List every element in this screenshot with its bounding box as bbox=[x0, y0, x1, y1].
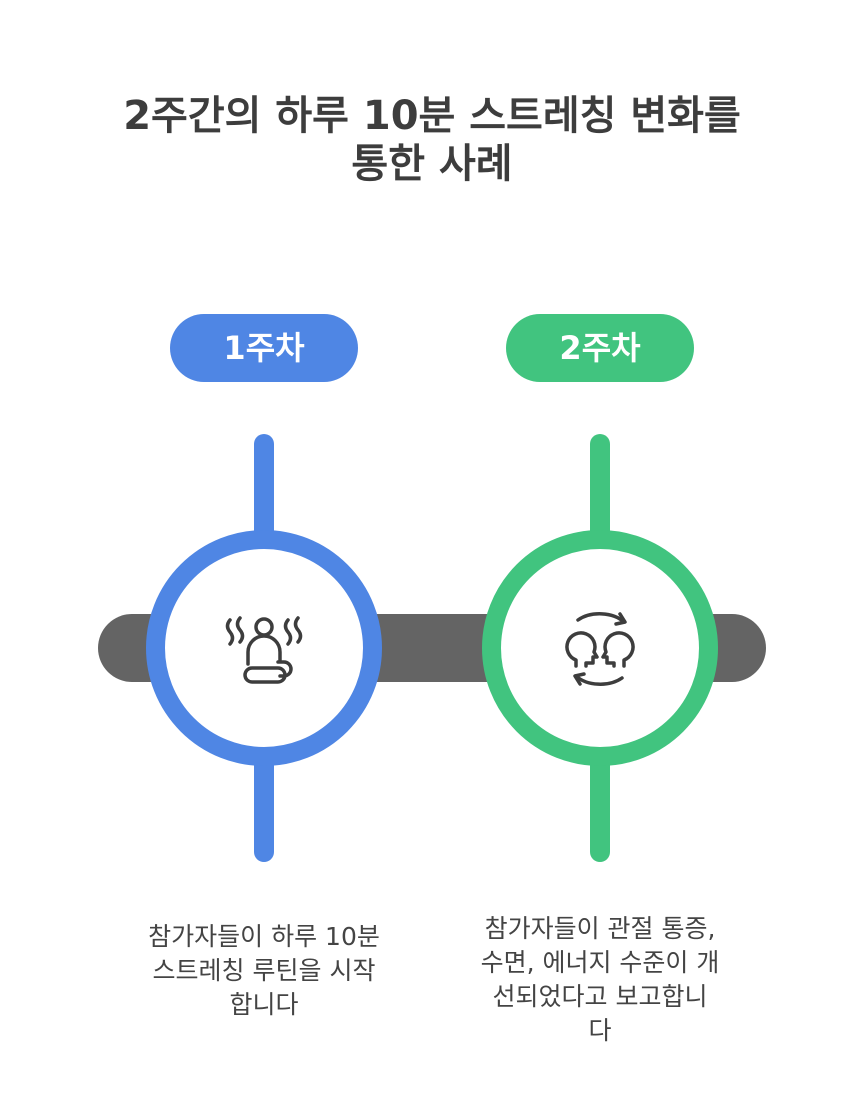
step-2-description: 참가자들이 관절 통증, 수면, 에너지 수준이 개 선되었다고 보고합니 다 bbox=[450, 912, 750, 1048]
step-2-desc-line-2: 수면, 에너지 수준이 개 bbox=[480, 948, 720, 977]
step-2-desc-line-3: 선되었다고 보고합니 bbox=[492, 982, 708, 1011]
page-title: 2주간의 하루 10분 스트레칭 변화를 통한 사례 bbox=[0, 92, 864, 188]
people-exchange-cycle-icon bbox=[565, 612, 635, 686]
step-2-node bbox=[482, 530, 718, 766]
step-2-label: 2주차 bbox=[506, 314, 694, 382]
title-line-2: 통한 사례 bbox=[351, 141, 513, 187]
meditation-relax-icon bbox=[225, 616, 303, 684]
track-middle bbox=[360, 614, 504, 682]
step-1-label: 1주차 bbox=[170, 314, 358, 382]
title-line-1: 2주간의 하루 10분 스트레칭 변화를 bbox=[123, 93, 741, 139]
step-1-description: 참가자들이 하루 10분 스트레칭 루틴을 시작 합니다 bbox=[114, 920, 414, 1022]
step-1-node bbox=[146, 530, 382, 766]
step-2-desc-line-1: 참가자들이 관절 통증, bbox=[484, 914, 716, 943]
step-1-desc-line-1: 참가자들이 하루 10분 bbox=[148, 922, 380, 951]
step-1-desc-line-3: 합니다 bbox=[229, 990, 299, 1019]
step-2-desc-line-4: 다 bbox=[588, 1016, 612, 1045]
step-1-desc-line-2: 스트레칭 루틴을 시작 bbox=[152, 956, 376, 985]
